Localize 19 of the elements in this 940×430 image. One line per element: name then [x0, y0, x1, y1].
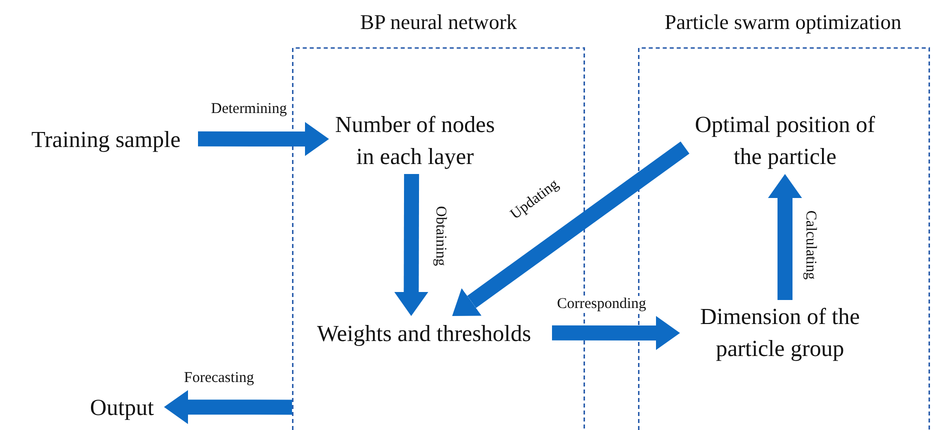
- block-arrow: [164, 390, 292, 424]
- block-arrow: [394, 174, 428, 316]
- step-text: Weights and thresholds: [316, 320, 532, 348]
- edge-label: Determining: [210, 101, 288, 118]
- block-arrow: [768, 174, 802, 300]
- edge-label: Corresponding: [556, 296, 648, 313]
- step-text: Number of nodes in each layer: [334, 111, 496, 171]
- step-text: Training sample: [30, 126, 182, 154]
- panel-heading: Particle swarm optimization: [664, 9, 902, 36]
- block-arrow: [452, 142, 690, 316]
- step-text: Dimension of the particle group: [699, 303, 861, 363]
- block-arrow: [198, 122, 329, 156]
- block-arrow: [552, 316, 680, 350]
- step-text: Optimal position of the particle: [694, 111, 876, 171]
- step-text: Output: [89, 394, 155, 422]
- panel-heading: BP neural network: [359, 9, 518, 36]
- edge-label: Calculating: [802, 209, 818, 281]
- edge-label: Obtaining: [432, 205, 448, 267]
- edge-label: Forecasting: [183, 370, 255, 387]
